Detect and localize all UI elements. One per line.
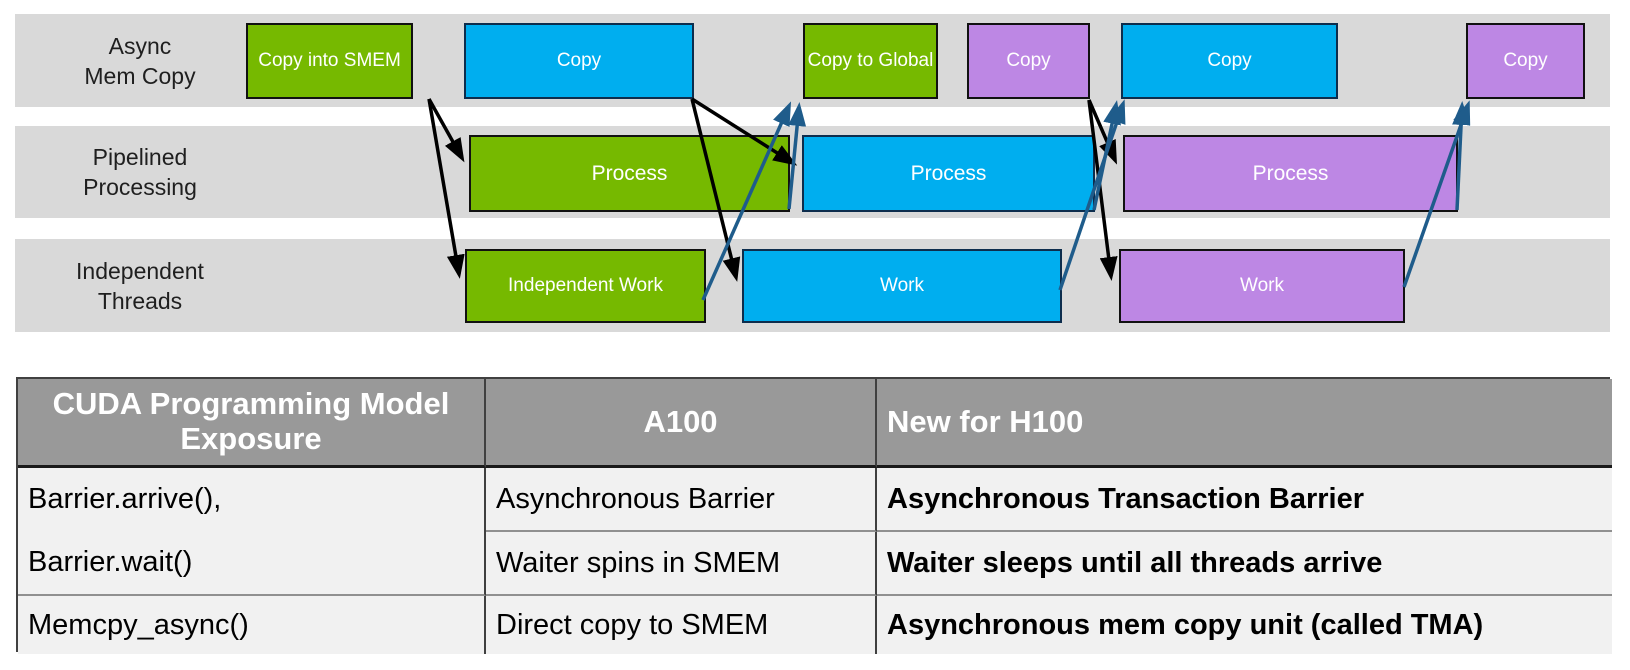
- table-cell-h100-waiter-sleeps: Waiter sleeps until all threads arrive: [877, 532, 1612, 596]
- table-cell-a100-waiter-spins: Waiter spins in SMEM: [486, 532, 877, 596]
- lane-label-independent-threads: Independent Threads: [15, 239, 265, 332]
- box-copy-blue-2: Copy: [1121, 23, 1338, 99]
- box-copy-purple-1: Copy: [967, 23, 1090, 99]
- box-process-blue: Process: [802, 135, 1095, 212]
- table-header-model-exposure: CUDA Programming Model Exposure: [18, 379, 486, 468]
- table-cell-h100-transaction-barrier: Asynchronous Transaction Barrier: [877, 468, 1612, 532]
- table-cell-a100-direct-copy: Direct copy to SMEM: [486, 596, 877, 654]
- box-work-blue: Work: [742, 249, 1062, 323]
- table-cell-a100-async-barrier: Asynchronous Barrier: [486, 468, 877, 532]
- cuda-comparison-table: CUDA Programming Model Exposure A100 New…: [16, 377, 1612, 654]
- table-cell-barrier-wait: Barrier.wait(): [28, 546, 193, 578]
- box-process-purple: Process: [1123, 135, 1458, 212]
- table-cell-memcpy-async: Memcpy_async(): [18, 596, 486, 654]
- table-header-a100: A100: [486, 379, 877, 468]
- table-cell-h100-tma: Asynchronous mem copy unit (called TMA): [877, 596, 1612, 654]
- box-copy-purple-2: Copy: [1466, 23, 1585, 99]
- box-process-green: Process: [469, 135, 790, 212]
- lane-label-line: Pipelined: [92, 144, 188, 170]
- box-copy-to-global: Copy to Global: [803, 23, 938, 99]
- box-copy-into-smem: Copy into SMEM: [246, 23, 413, 99]
- table-cell-barrier-api: Barrier.arrive(), Barrier.wait(): [18, 468, 486, 596]
- table-cell-barrier-arrive: Barrier.arrive(),: [28, 483, 222, 515]
- lane-label-line: Independent: [76, 257, 204, 284]
- lane-label-line: Processing: [83, 174, 197, 200]
- box-independent-work: Independent Work: [465, 249, 706, 323]
- lane-label-line: Mem Copy: [84, 62, 196, 89]
- lane-label-async-mem-copy: Async Mem Copy: [15, 14, 265, 107]
- box-copy-blue-1: Copy: [464, 23, 694, 99]
- box-work-purple: Work: [1119, 249, 1405, 323]
- lane-label-line: Threads: [97, 287, 183, 314]
- table-header-h100: New for H100: [877, 379, 1612, 468]
- lane-label-pipelined-processing: Pipelined Processing: [15, 126, 265, 218]
- lane-label-line: Async: [108, 32, 172, 59]
